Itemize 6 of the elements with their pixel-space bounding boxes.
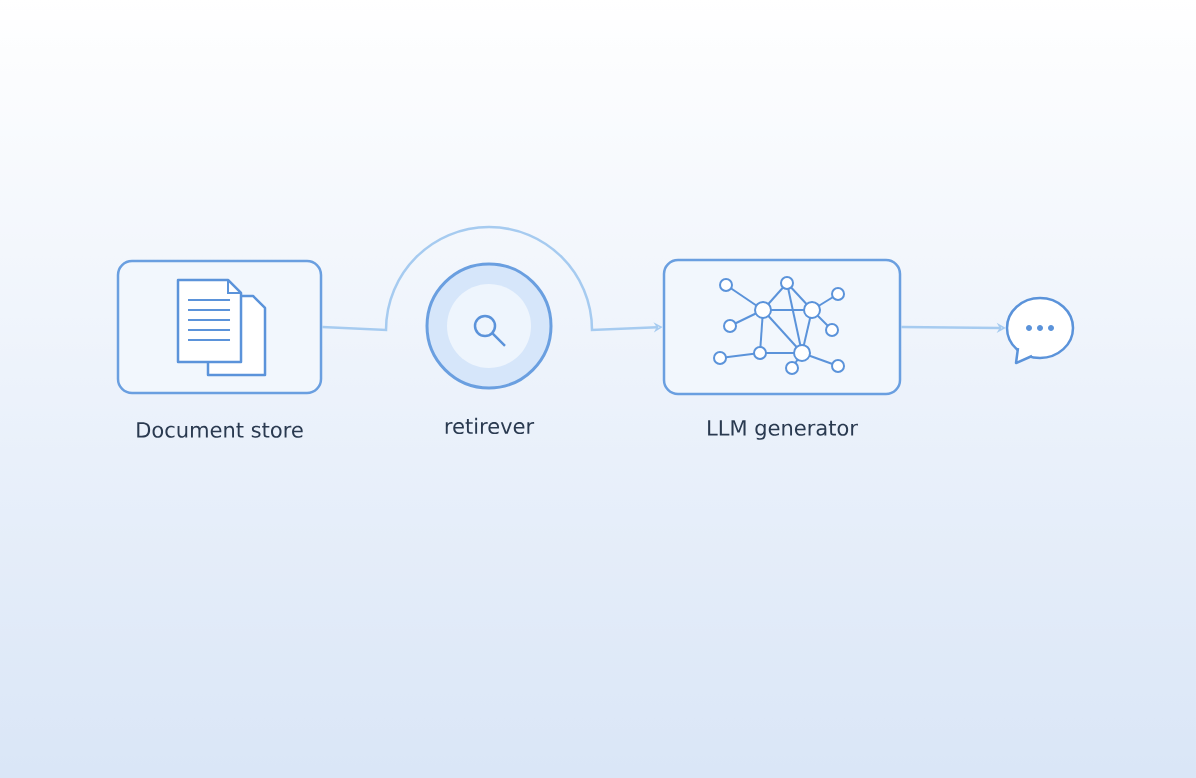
node-label: Document store [137, 422, 303, 438]
speech-bubble-icon [1005, 296, 1075, 365]
node-label: retirever [445, 417, 535, 435]
node-label: LLM generator [708, 420, 858, 440]
retriever-circle [425, 262, 553, 390]
generator-box [662, 258, 902, 396]
